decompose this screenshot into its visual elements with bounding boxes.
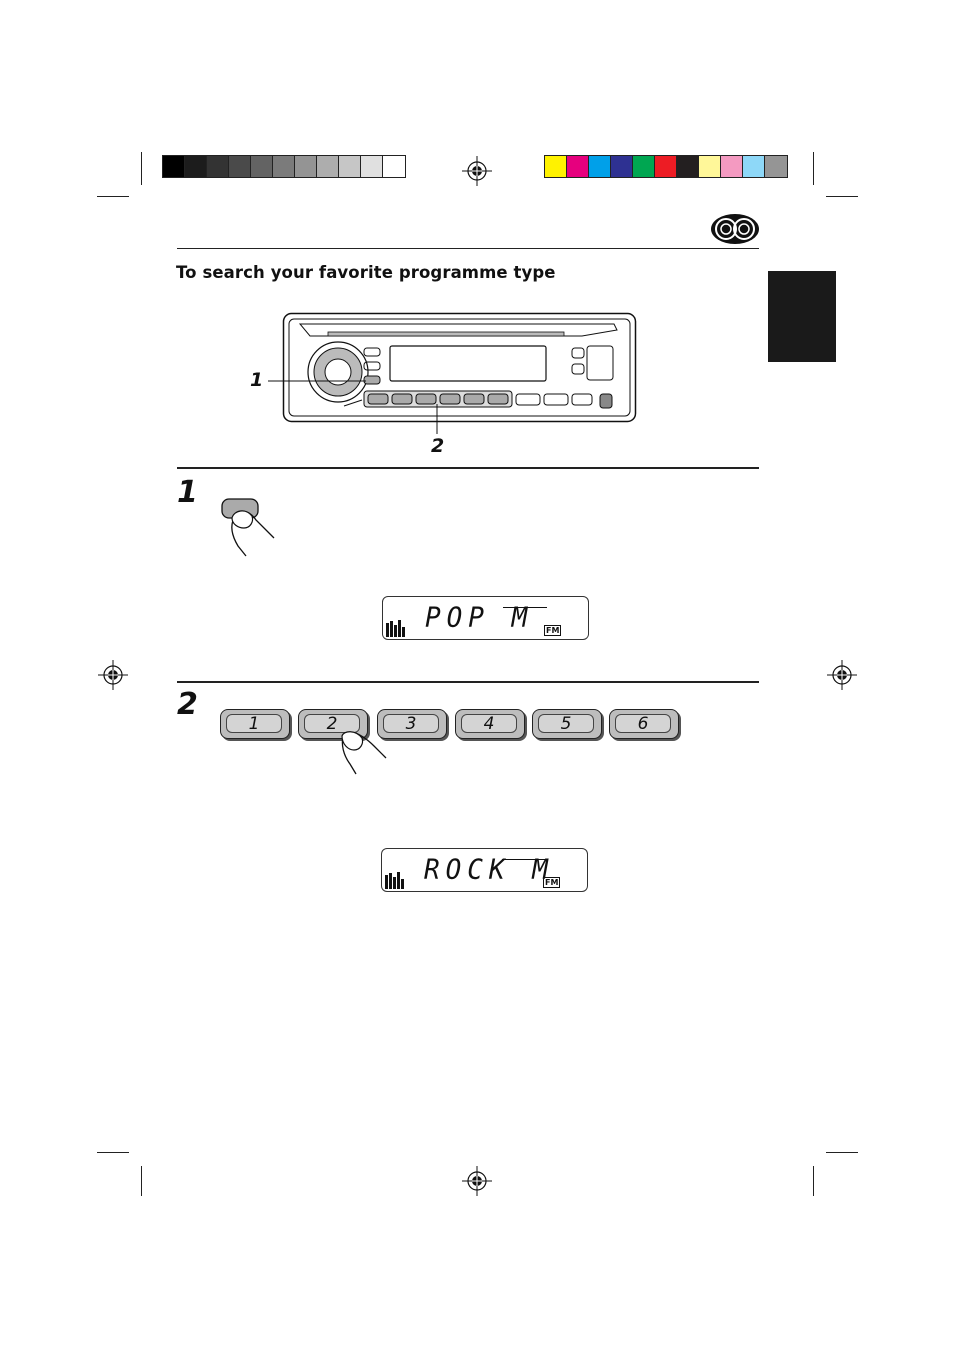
color-swatch bbox=[589, 156, 611, 177]
preset-button-4[interactable]: 4 bbox=[455, 709, 525, 739]
callout-leader-lines bbox=[268, 380, 438, 434]
crop-mark bbox=[141, 152, 142, 185]
crop-mark bbox=[826, 196, 858, 197]
callout-1: 1 bbox=[250, 369, 264, 391]
color-swatch bbox=[295, 156, 317, 177]
header-rule bbox=[177, 248, 759, 249]
band-indicator: FM bbox=[543, 877, 561, 888]
section-heading: To search your favorite programme type bbox=[176, 263, 556, 282]
color-swatch bbox=[207, 156, 229, 177]
color-swatch bbox=[545, 156, 567, 177]
color-swatch bbox=[655, 156, 677, 177]
level-meter-icon bbox=[385, 872, 404, 889]
color-swatch bbox=[361, 156, 383, 177]
color-swatch bbox=[229, 156, 251, 177]
level-meter-icon bbox=[386, 620, 405, 637]
color-swatch bbox=[185, 156, 207, 177]
step-1-rule bbox=[177, 467, 759, 469]
step-2-rule bbox=[177, 681, 759, 683]
registration-target-icon bbox=[98, 660, 128, 690]
grayscale-bar bbox=[162, 155, 406, 178]
lcd-dash-indicator bbox=[502, 859, 546, 860]
language-icon bbox=[711, 214, 759, 244]
color-swatch bbox=[567, 156, 589, 177]
preset-label: 1 bbox=[226, 714, 282, 734]
crop-mark bbox=[813, 1166, 814, 1196]
lcd-display-rock: ROCK M FM bbox=[381, 848, 588, 892]
finger-press-icon bbox=[341, 731, 387, 775]
finger-press-button-icon bbox=[221, 498, 275, 557]
preset-label: 3 bbox=[383, 714, 439, 734]
color-swatch bbox=[339, 156, 361, 177]
crop-mark bbox=[97, 1152, 129, 1153]
preset-button-3[interactable]: 3 bbox=[377, 709, 447, 739]
color-swatch bbox=[743, 156, 765, 177]
color-swatch bbox=[721, 156, 743, 177]
callout-2: 2 bbox=[431, 435, 445, 457]
preset-label: 4 bbox=[461, 714, 517, 734]
preset-button-5[interactable]: 5 bbox=[532, 709, 602, 739]
color-swatch bbox=[611, 156, 633, 177]
color-swatch bbox=[633, 156, 655, 177]
lcd-display-pop: POP M FM bbox=[382, 596, 589, 640]
crop-mark bbox=[97, 196, 129, 197]
step-1-number: 1 bbox=[177, 475, 198, 510]
registration-target-icon bbox=[462, 156, 492, 186]
color-bar bbox=[544, 155, 788, 178]
color-swatch bbox=[383, 156, 405, 177]
color-swatch bbox=[765, 156, 787, 177]
color-swatch bbox=[273, 156, 295, 177]
lcd-dash-indicator bbox=[503, 607, 547, 608]
crop-mark bbox=[813, 152, 814, 185]
registration-target-icon bbox=[827, 660, 857, 690]
preset-label: 6 bbox=[615, 714, 671, 734]
color-swatch bbox=[251, 156, 273, 177]
preset-button-1[interactable]: 1 bbox=[220, 709, 290, 739]
color-swatch bbox=[317, 156, 339, 177]
lcd-text: POP M bbox=[425, 602, 534, 634]
crop-mark bbox=[826, 1152, 858, 1153]
preset-label: 2 bbox=[304, 714, 360, 734]
step-2-number: 2 bbox=[177, 687, 198, 722]
lcd-text: ROCK M bbox=[424, 854, 554, 886]
band-indicator: FM bbox=[544, 625, 562, 636]
preset-label: 5 bbox=[538, 714, 594, 734]
stereo-faceplate-illustration bbox=[282, 312, 637, 423]
section-tab bbox=[768, 271, 836, 362]
crop-mark bbox=[141, 1166, 142, 1196]
color-swatch bbox=[163, 156, 185, 177]
registration-target-icon bbox=[462, 1166, 492, 1196]
preset-button-6[interactable]: 6 bbox=[609, 709, 679, 739]
color-swatch bbox=[699, 156, 721, 177]
color-swatch bbox=[677, 156, 699, 177]
